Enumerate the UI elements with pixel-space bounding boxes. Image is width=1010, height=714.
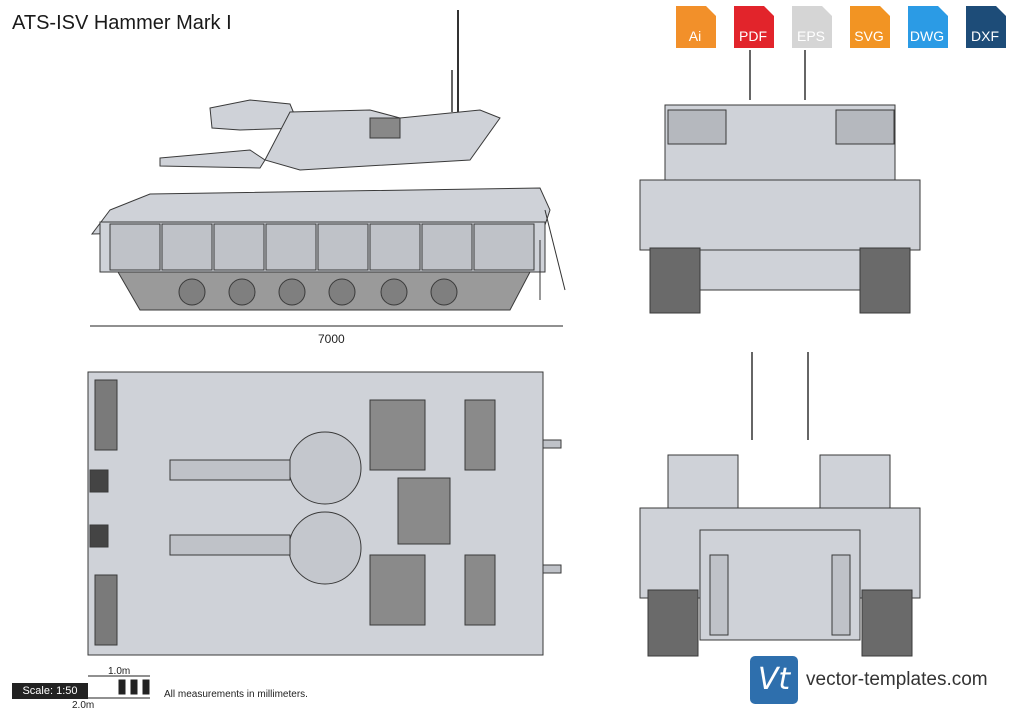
front-view <box>639 50 921 314</box>
file-icon <box>850 6 890 48</box>
rear-view <box>639 352 921 657</box>
length-dimension: 7000 <box>318 332 345 346</box>
file-icon <box>966 6 1006 48</box>
file-icon <box>792 6 832 48</box>
scale-bar <box>88 675 150 699</box>
vector-templates-logo[interactable]: Vt <box>750 656 798 704</box>
format-dwg-badge[interactable]: DWG <box>902 4 952 50</box>
format-pdf-badge[interactable]: PDF <box>728 4 778 50</box>
file-icon <box>908 6 948 48</box>
file-icon <box>676 6 716 48</box>
format-dxf-badge[interactable]: DXF <box>960 4 1010 50</box>
measurement-note: All measurements in millimeters. <box>164 689 308 700</box>
page-title: ATS-ISV Hammer Mark I <box>12 12 232 34</box>
format-eps-badge[interactable]: EPS <box>786 4 836 50</box>
scale-label: Scale: 1:50 <box>12 683 88 699</box>
format-svg-badge[interactable]: SVG <box>844 4 894 50</box>
side-view <box>90 10 566 327</box>
format-badges: Ai PDF EPS SVG DWG DXF <box>670 4 1010 50</box>
site-link[interactable]: vector-templates.com <box>806 669 988 690</box>
format-ai-badge[interactable]: Ai <box>670 4 720 50</box>
top-view <box>87 371 562 656</box>
scale-bar-1m-label: 1.0m <box>108 666 131 677</box>
scale-bar-2m-label: 2.0m <box>72 700 95 711</box>
file-icon <box>734 6 774 48</box>
